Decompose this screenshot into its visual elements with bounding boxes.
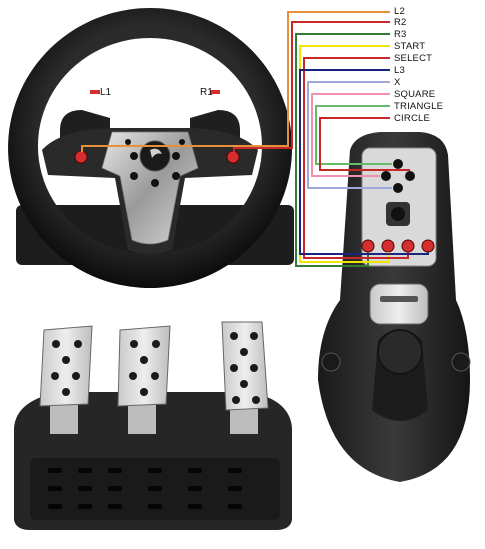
- line-triangle: [315, 105, 392, 165]
- wheel-hub-button: [172, 152, 180, 160]
- label-triangle: TRIANGLE: [394, 101, 444, 112]
- line-circle: [319, 117, 410, 171]
- shifter-button-right: [405, 171, 415, 181]
- line-x: [307, 81, 392, 189]
- shifter-dpad-center: [391, 207, 405, 221]
- shifter-button-top: [393, 159, 403, 169]
- wheel-hub-button: [130, 172, 138, 180]
- line-l2: [81, 11, 390, 152]
- label-start: START: [394, 41, 426, 52]
- wheel-hub-button: [125, 139, 131, 145]
- wheel-hub-button: [172, 172, 180, 180]
- shifter-side-button-left: [321, 352, 341, 372]
- wheel-metal-plate: [101, 131, 199, 245]
- label-r1: R1: [200, 87, 213, 98]
- pedal-plate-right: [221, 321, 269, 411]
- label-x: X: [394, 77, 401, 88]
- shifter-unit: [318, 132, 471, 482]
- shifter-red-button: [421, 239, 435, 253]
- r1-marker: [210, 90, 220, 94]
- wheel-button-right: [226, 150, 240, 164]
- shifter-button-left: [381, 171, 391, 181]
- logitech-logo-icon: [139, 140, 171, 172]
- label-r2: R2: [394, 17, 407, 28]
- shifter-button-bottom: [393, 183, 403, 193]
- label-l3: L3: [394, 65, 405, 76]
- shifter-side-button-right: [451, 352, 471, 372]
- shifter-gate-slot: [380, 296, 418, 302]
- connector-lines: [81, 11, 429, 267]
- pedal-unit: [14, 321, 292, 530]
- shifter-gate-plate: [369, 283, 429, 325]
- line-r2: [233, 21, 390, 152]
- shifter-red-button: [361, 239, 375, 253]
- label-l1: L1: [100, 87, 112, 98]
- wheel-hub-button: [151, 179, 159, 187]
- label-r3: R3: [394, 29, 407, 40]
- l1-marker: [90, 90, 100, 94]
- pedal-holes: [51, 332, 260, 404]
- logo-swirl: [150, 148, 162, 158]
- wheel-hub-button: [130, 152, 138, 160]
- wheel-hub-button: [179, 139, 185, 145]
- label-select: SELECT: [394, 53, 433, 64]
- shifter-knob: [377, 329, 423, 375]
- line-square: [311, 93, 390, 177]
- line-select: [303, 57, 409, 259]
- label-l2: L2: [394, 6, 405, 17]
- pedal-floor-slots: [48, 468, 242, 509]
- label-square: SQUARE: [394, 89, 436, 100]
- steering-wheel: [8, 8, 294, 288]
- shifter-red-button: [401, 239, 415, 253]
- label-circle: CIRCLE: [394, 113, 431, 124]
- wheel-button-left: [74, 150, 88, 164]
- line-l3: [299, 69, 429, 255]
- shifter-red-button: [381, 239, 395, 253]
